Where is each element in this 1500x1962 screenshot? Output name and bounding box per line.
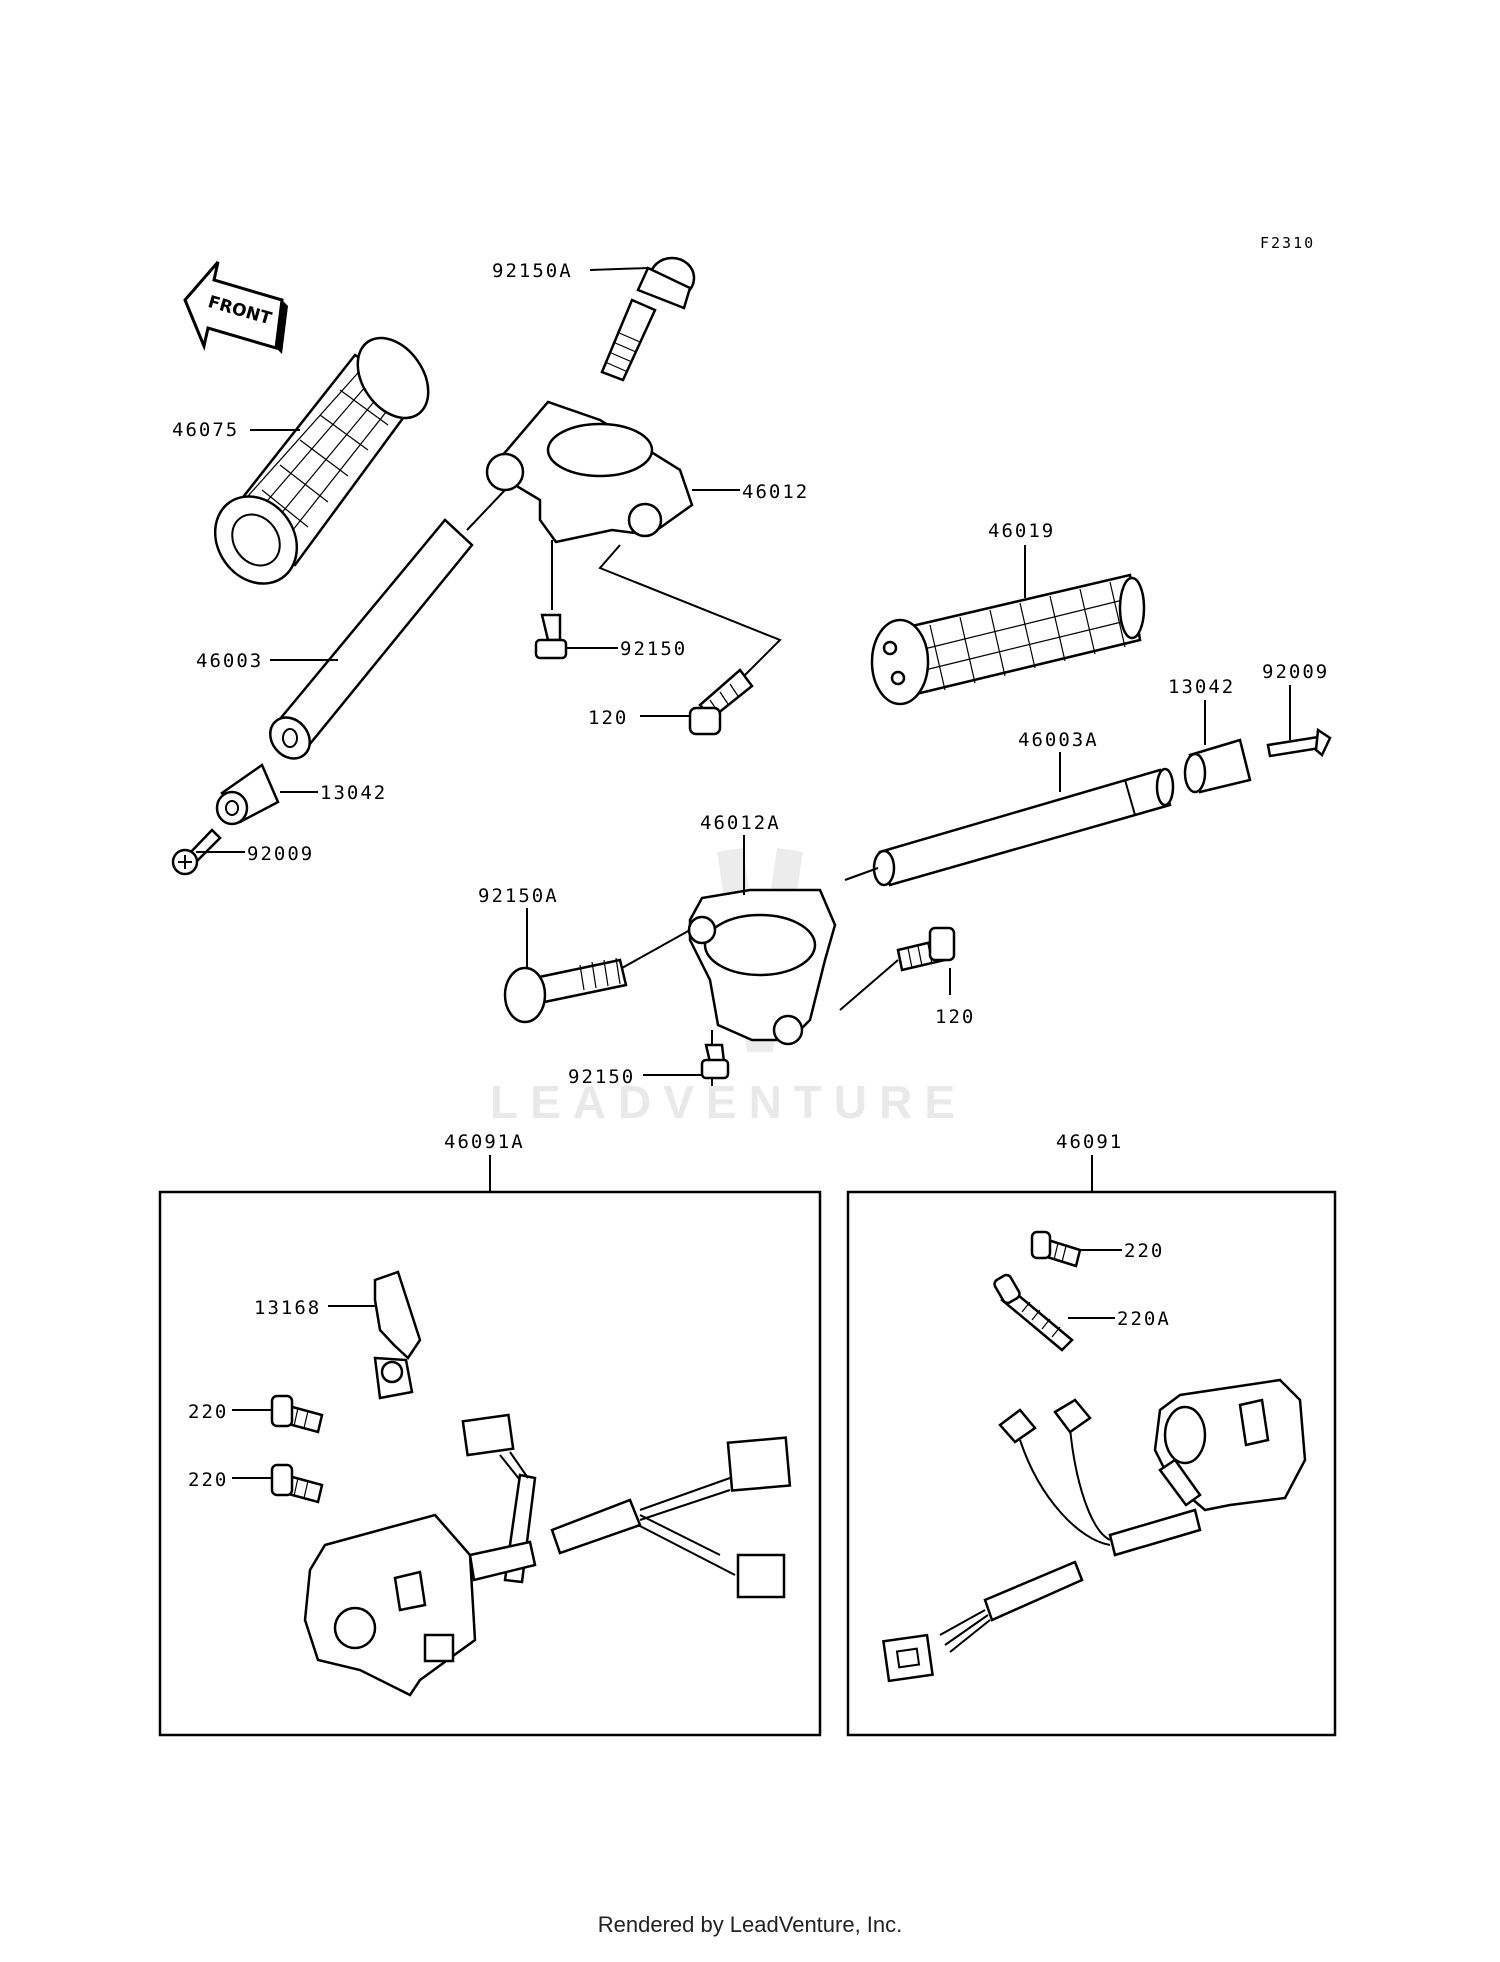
front-arrow-icon: FRONT — [183, 261, 288, 354]
clamp-bolt-120-bottom — [896, 926, 956, 972]
bar-end-screw-right — [1266, 727, 1332, 758]
handlebar-clamp-top — [485, 400, 694, 544]
right-switch-housing — [1153, 1378, 1307, 1512]
callout-220-a: 220 — [188, 1401, 228, 1423]
clamp-screw-top — [534, 613, 568, 660]
callout-220-right: 220 — [1124, 1240, 1164, 1262]
diagram-code: F2310 — [1260, 234, 1315, 252]
callout-92150A-top: 92150A — [492, 260, 573, 282]
callout-13168: 13168 — [254, 1297, 321, 1319]
handlebar-tube-right — [872, 767, 1175, 887]
switch-screw-220A — [993, 1273, 1074, 1352]
clamp-bolt-120-top — [688, 668, 754, 736]
footer-credit: Rendered by LeadVenture, Inc. — [597, 1912, 903, 1937]
switch-assembly-left-box — [158, 1190, 822, 1737]
left-switch-housing — [303, 1473, 537, 1697]
switch-assembly-right-box — [846, 1190, 1337, 1737]
callout-92150-top: 92150 — [620, 638, 687, 660]
callout-46091: 46091 — [1056, 1131, 1123, 1153]
callout-92150-bottom: 92150 — [568, 1066, 635, 1088]
callout-46012: 46012 — [742, 481, 809, 503]
callout-92009-right: 92009 — [1262, 661, 1329, 683]
callout-13042-right: 13042 — [1168, 676, 1235, 698]
switch-screw-220-b — [270, 1463, 324, 1504]
callout-92009-left: 92009 — [247, 843, 314, 865]
callout-220-b: 220 — [188, 1469, 228, 1491]
right-wire-harness — [882, 1398, 1202, 1683]
callout-120-bottom: 120 — [935, 1006, 975, 1028]
callout-46012A: 46012A — [700, 812, 781, 834]
callout-46075: 46075 — [172, 419, 239, 441]
callout-46091A: 46091A — [444, 1131, 525, 1153]
callout-92150A-bottom: 92150A — [478, 885, 559, 907]
callout-46019: 46019 — [988, 520, 1055, 542]
callout-46003: 46003 — [196, 650, 263, 672]
clamp-bolt-bottom — [503, 957, 628, 1024]
handlebar-clamp-bottom — [687, 888, 837, 1046]
left-wire-harness — [461, 1413, 792, 1599]
handlebar-tube-left — [268, 518, 474, 760]
watermark: LEADVENTURE — [490, 1076, 967, 1128]
clamp-bolt-top — [600, 256, 696, 382]
callout-220A: 220A — [1117, 1308, 1171, 1330]
left-grip-part — [213, 336, 430, 585]
callout-46003A: 46003A — [1018, 729, 1099, 751]
bar-end-screw-left — [171, 828, 222, 876]
callout-13042-left: 13042 — [320, 782, 387, 804]
switch-lever-part — [373, 1270, 422, 1400]
bar-end-weight-right — [1183, 738, 1252, 794]
bar-end-weight-left — [215, 763, 280, 826]
clamp-screw-bottom — [700, 1043, 730, 1080]
right-grip-part — [870, 573, 1146, 706]
switch-screw-220-right — [1030, 1230, 1082, 1268]
switch-screw-220-a — [270, 1394, 324, 1434]
callout-120-top: 120 — [588, 707, 628, 729]
